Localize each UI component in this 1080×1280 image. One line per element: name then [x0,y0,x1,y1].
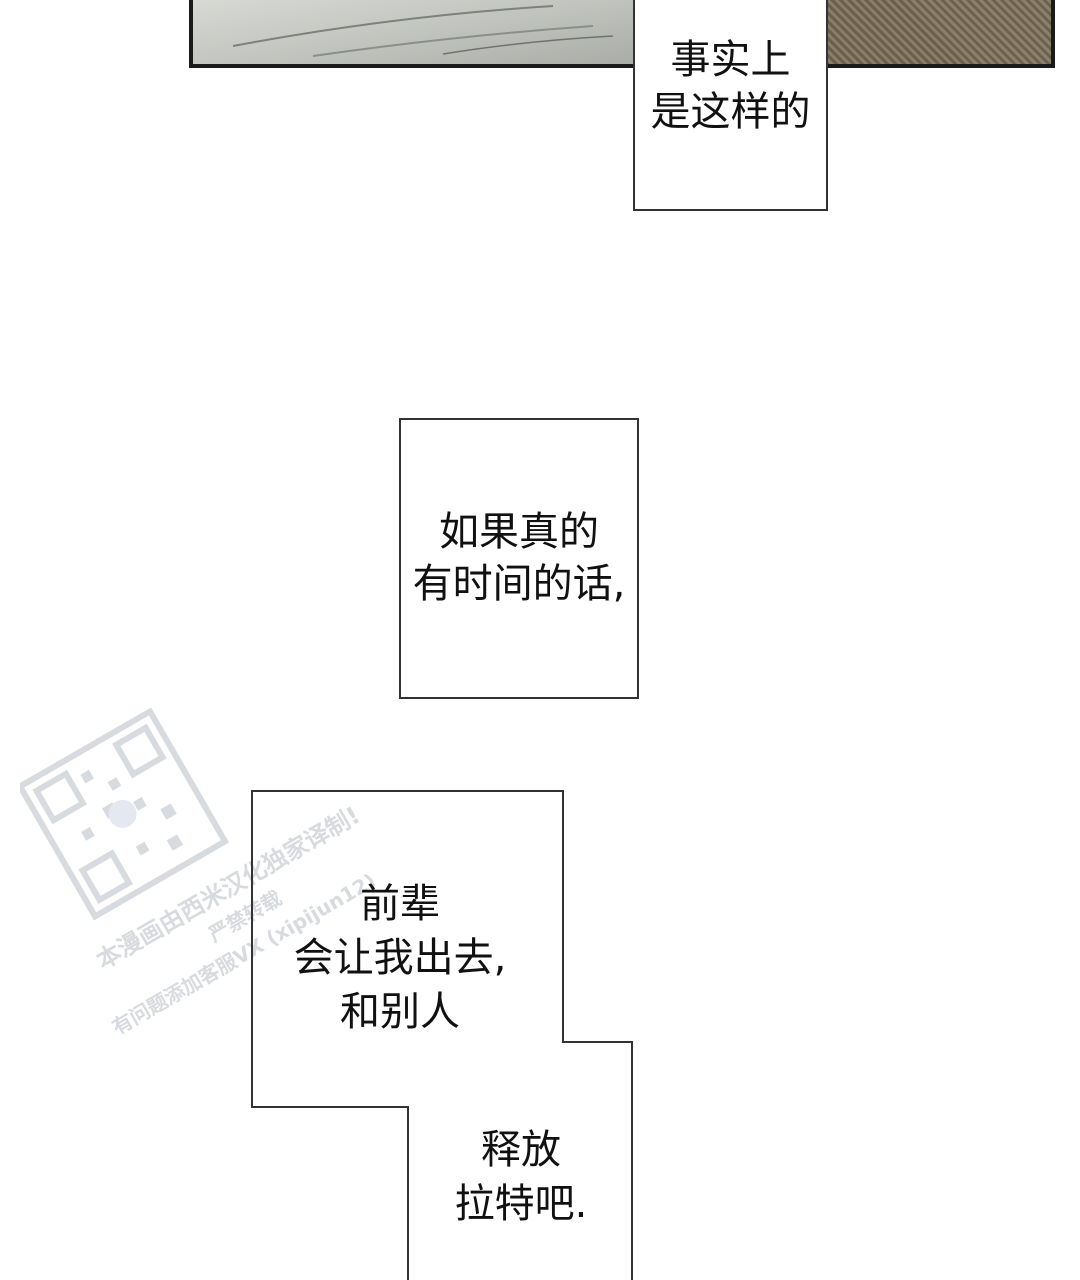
speech-box-3: 前辈 会让我出去, 和别人 释放 拉特吧. [250,789,636,1280]
speech-line: 前辈 [360,881,440,927]
speech-line: 会让我出去, [293,935,507,981]
speech-line: 和别人 [340,989,460,1035]
speech-line: 释放 [481,1127,561,1173]
speech-box-3-outline [251,790,633,1280]
speech-line: 事实上 [670,37,791,83]
panel-art-texture [826,0,1051,64]
speech-box-1: 事实上 是这样的 [633,0,828,211]
speech-line: 有时间的话, [412,561,626,607]
panel-art-fabric [193,0,653,64]
panel-art-lines [232,5,614,57]
speech-box-2: 如果真的 有时间的话, [399,418,639,699]
comic-panel-top [189,0,1055,68]
speech-line: 拉特吧. [454,1181,588,1227]
speech-line: 如果真的 [439,509,599,555]
speech-line: 是这样的 [650,89,811,135]
qr-code-icon [20,707,230,921]
